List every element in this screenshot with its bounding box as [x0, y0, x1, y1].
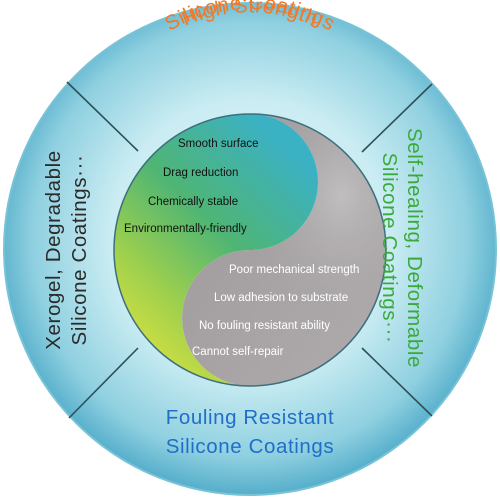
segment-right-line2: Silicone Coatings···: [378, 153, 401, 344]
divider-top-left: [66, 81, 139, 152]
segment-right-line1: Self-healing, Deformable: [403, 128, 426, 368]
disadvantage-item: Cannot self-repair: [192, 346, 284, 358]
divider-bottom-right: [361, 347, 433, 417]
segment-left-line2: Silicone Coatings···: [68, 155, 91, 346]
advantage-item: Environmentally-friendly: [124, 223, 247, 235]
divider-bottom-left: [68, 347, 139, 419]
advantage-item: Smooth surface: [178, 138, 259, 150]
yin-yang: [113, 113, 387, 387]
inner-disc-outline: [113, 113, 387, 387]
segment-left-line1: Xerogel, Degradable: [42, 150, 65, 349]
segment-bottom-line1: Fouling Resistant: [166, 406, 335, 429]
divider-top-right: [361, 83, 433, 153]
segment-bottom-line2: Silicone Coatings: [166, 435, 335, 458]
disadvantage-item: Poor mechanical strength: [229, 264, 359, 276]
disadvantage-item: Low adhesion to substrate: [214, 292, 348, 304]
advantage-item: Chemically stable: [148, 196, 238, 208]
disadvantage-item: No fouling resistant ability: [199, 320, 330, 332]
advantage-item: Drag reduction: [163, 167, 238, 179]
yang-glow: [182, 114, 386, 386]
yin-gradient-region: [114, 114, 318, 386]
